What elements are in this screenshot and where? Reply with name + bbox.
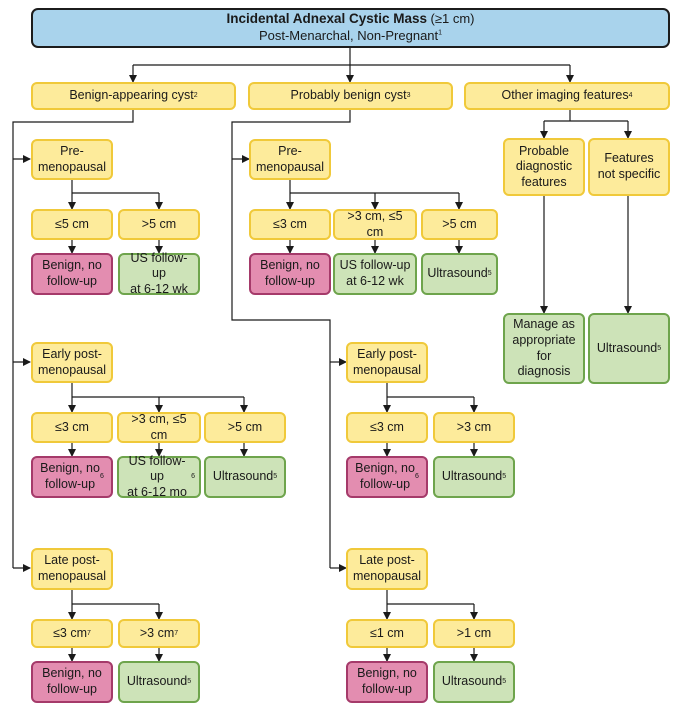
- probably-late-outcome-1: Benign, no follow-up: [346, 661, 428, 703]
- probably-late-label: Late post- menopausal: [352, 553, 422, 583]
- outcome-label: Benign, no follow-up: [260, 258, 320, 288]
- probably-late-size-1: ≤1 cm: [346, 619, 428, 648]
- size-label: >5 cm: [442, 216, 477, 231]
- benign-late-postmenopausal: Late post- menopausal: [31, 548, 113, 590]
- size-label: >1 cm: [456, 625, 492, 640]
- title-subtitle: Post-Menarchal, Non-Pregnant: [258, 28, 439, 44]
- branch-label: Features not specific: [597, 151, 661, 181]
- benign-pre-size-1: ≤5 cm: [31, 209, 113, 240]
- size-label: ≤3 cm: [370, 419, 404, 434]
- branch-label: Probable diagnostic features: [515, 143, 573, 189]
- size-label: >5 cm: [141, 216, 177, 231]
- size-label: ≤1 cm: [370, 625, 404, 640]
- benign-early-size-2: >3 cm, ≤5 cm: [117, 412, 201, 443]
- title-main: Incidental Adnexal Cystic Mass: [226, 11, 428, 27]
- probably-pre-size-3: >5 cm: [421, 209, 498, 240]
- category-benign-label: Benign-appearing cyst: [69, 88, 194, 103]
- size-label: >3 cm: [139, 625, 175, 640]
- benign-late-label: Late post- menopausal: [37, 553, 107, 583]
- outcome-label: Ultrasound: [126, 674, 188, 689]
- outcome-label: Benign, no follow-up: [42, 666, 102, 696]
- benign-early-label: Early post- menopausal: [37, 346, 107, 377]
- probably-pre-size-1: ≤3 cm: [249, 209, 331, 240]
- outcome-label: Benign, no follow-up: [42, 258, 102, 288]
- probably-premenopausal-label: Pre- menopausal: [255, 143, 325, 174]
- probably-early-label: Early post- menopausal: [352, 346, 422, 377]
- benign-early-size-1: ≤3 cm: [31, 412, 113, 443]
- outcome-label: US follow-up at 6-12 mo: [127, 453, 187, 499]
- probably-early-size-1: ≤3 cm: [346, 412, 428, 443]
- size-label: >3 cm, ≤5 cm: [347, 208, 403, 239]
- size-label: ≤3 cm: [53, 625, 88, 640]
- benign-premenopausal-label: Pre- menopausal: [37, 143, 107, 174]
- probably-late-postmenopausal: Late post- menopausal: [346, 548, 428, 590]
- other-probable-diagnostic-features: Probable diagnostic features: [503, 138, 585, 196]
- outcome-label: Benign, no follow-up: [355, 461, 415, 491]
- probably-pre-outcome-1: Benign, no follow-up: [249, 253, 331, 295]
- benign-pre-size-2: >5 cm: [118, 209, 200, 240]
- size-label: ≤3 cm: [273, 216, 307, 231]
- title-suffix: (≥1 cm): [430, 11, 475, 27]
- outcome-label: US follow-up at 6-12 wk: [130, 250, 188, 296]
- probably-late-size-2: >1 cm: [433, 619, 515, 648]
- outcome-label: Ultrasound: [596, 340, 658, 355]
- outcome-label: Benign, no follow-up: [40, 461, 100, 491]
- benign-early-size-3: >5 cm: [204, 412, 286, 443]
- size-label: >5 cm: [227, 419, 263, 434]
- other-outcome-manage: Manage as appropriate for diagnosis: [503, 313, 585, 384]
- size-label: ≤3 cm: [55, 419, 89, 434]
- outcome-label: Benign, no follow-up: [357, 666, 417, 696]
- probably-pre-outcome-2: US follow-up at 6-12 wk: [333, 253, 417, 295]
- size-label: >3 cm: [456, 419, 492, 434]
- outcome-label: Ultrasound: [441, 674, 503, 689]
- outcome-label: Manage as appropriate for diagnosis: [512, 317, 576, 379]
- root-title-box: Incidental Adnexal Cystic Mass (≥1 cm) P…: [31, 8, 670, 48]
- probably-pre-size-2: >3 cm, ≤5 cm: [333, 209, 417, 240]
- category-other-label: Other imaging features: [501, 88, 629, 103]
- probably-early-size-2: >3 cm: [433, 412, 515, 443]
- size-label: ≤5 cm: [55, 216, 89, 231]
- outcome-label: Ultrasound: [441, 469, 503, 484]
- benign-pre-outcome-2: US follow-up at 6-12 wk: [118, 250, 200, 296]
- outcome-label: Ultrasound: [212, 469, 274, 484]
- title-subtitle-ref: 1: [438, 29, 443, 37]
- other-features-not-specific: Features not specific: [588, 138, 670, 196]
- benign-early-postmenopausal: Early post- menopausal: [31, 342, 113, 383]
- probably-early-postmenopausal: Early post- menopausal: [346, 342, 428, 383]
- benign-pre-outcome-1: Benign, no follow-up: [31, 253, 113, 295]
- category-probably-label: Probably benign cyst: [290, 88, 407, 103]
- outcome-label: US follow-up at 6-12 wk: [339, 258, 411, 288]
- outcome-label: Ultrasound: [427, 266, 488, 281]
- probably-premenopausal: Pre- menopausal: [249, 139, 331, 180]
- benign-premenopausal: Pre- menopausal: [31, 139, 113, 180]
- benign-late-outcome-1: Benign, no follow-up: [31, 661, 113, 703]
- size-label: >3 cm, ≤5 cm: [131, 411, 187, 442]
